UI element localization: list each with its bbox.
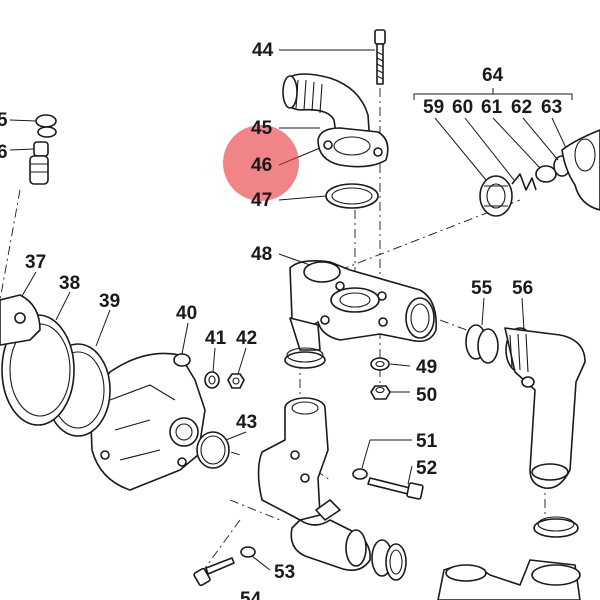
part-6-valve[interactable] [29, 141, 49, 185]
label-51: 51 [416, 431, 438, 452]
leader-lines [9, 49, 567, 571]
part-52-bolt[interactable] [367, 477, 424, 500]
part-60-spring[interactable] [511, 173, 537, 191]
label-38: 38 [59, 273, 80, 294]
label-43: 43 [236, 412, 257, 433]
label-42: 42 [236, 328, 257, 349]
label-6: 6 [0, 142, 8, 163]
label-39: 39 [99, 291, 120, 312]
label-37: 37 [25, 252, 46, 273]
part-41-washer[interactable] [204, 371, 220, 389]
label-48: 48 [251, 244, 272, 265]
label-53: 53 [274, 562, 295, 583]
part-47-o-ring[interactable] [325, 183, 379, 209]
lower-manifold-rings[interactable] [371, 539, 407, 581]
lower-manifold-tee[interactable] [257, 397, 371, 571]
label-64: 64 [482, 65, 504, 86]
part-42-nut[interactable] [227, 373, 245, 389]
part-54-bolt[interactable] [193, 557, 235, 587]
part-44-bolt[interactable] [374, 29, 386, 85]
lower-right-pipe[interactable] [437, 559, 581, 600]
part-53-washer[interactable] [240, 546, 256, 558]
part-37-cover[interactable] [0, 294, 41, 346]
label-46: 46 [251, 155, 272, 176]
part-59-seat[interactable] [479, 175, 513, 217]
part-45-elbow[interactable] [282, 73, 389, 168]
lower-right-ring[interactable] [533, 516, 579, 538]
part-5-washers[interactable] [35, 114, 57, 138]
label-59: 59 [423, 97, 444, 118]
part-43-o-ring[interactable] [196, 431, 230, 469]
label-52: 52 [416, 458, 437, 479]
label-62: 62 [511, 97, 532, 118]
part-48-seal-ring[interactable] [284, 347, 326, 369]
part-50-nut[interactable] [370, 385, 391, 400]
label-49: 49 [416, 357, 437, 378]
part-63-cap[interactable] [561, 129, 600, 211]
label-5: 5 [0, 110, 8, 131]
part-51-washer[interactable] [352, 468, 368, 480]
label-40: 40 [176, 303, 197, 324]
part-56-elbow-pipe[interactable] [504, 327, 586, 489]
part-61-valve-body[interactable] [535, 165, 557, 183]
label-41: 41 [205, 328, 227, 349]
label-63: 63 [541, 97, 562, 118]
highlight-marker [223, 125, 299, 201]
part-40-housing[interactable] [89, 352, 206, 491]
part-49-washer[interactable] [370, 357, 390, 371]
label-56: 56 [512, 278, 533, 299]
label-44: 44 [252, 40, 274, 61]
group-64-bracket [413, 88, 573, 100]
label-47: 47 [251, 190, 272, 211]
part-labels: 44 45 46 47 48 64 59 60 61 62 63 5 6 37 … [0, 40, 562, 600]
part-55-o-rings[interactable] [465, 324, 499, 364]
label-60: 60 [452, 97, 473, 118]
part-48-manifold[interactable] [289, 260, 437, 351]
label-55: 55 [471, 278, 493, 299]
label-54: 54 [240, 589, 262, 600]
label-50: 50 [416, 385, 437, 406]
label-45: 45 [251, 118, 273, 139]
label-61: 61 [481, 97, 503, 118]
